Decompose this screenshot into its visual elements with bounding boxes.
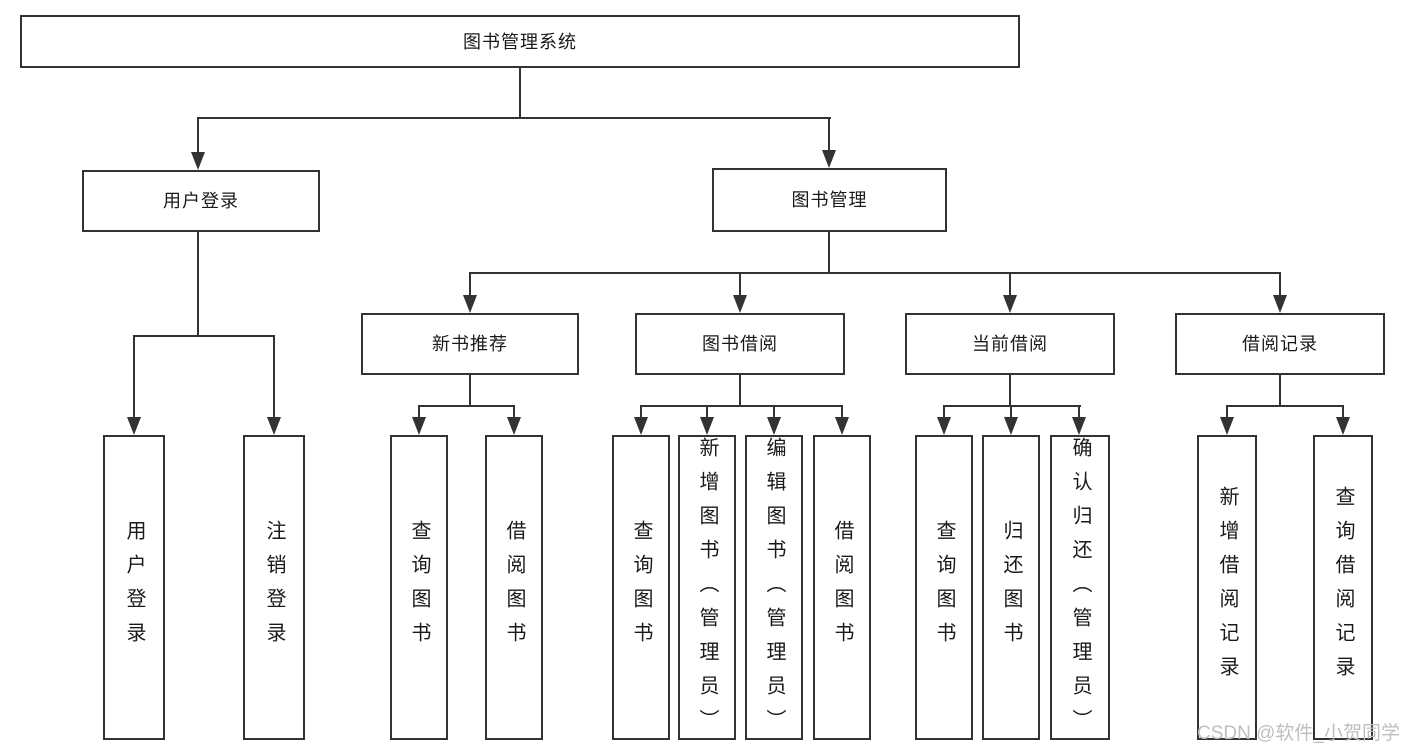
connector-book-borrow-branch: [640, 405, 843, 407]
leaf-newbook-query-label: 查询图书: [408, 519, 430, 656]
arrow-book-borrow-leaf-3: [767, 406, 781, 435]
connector-new-book-branch: [418, 405, 515, 407]
node-root: 图书管理系统: [20, 15, 1020, 68]
connector-current-borrow-stem: [1009, 374, 1011, 407]
leaf-logout: 注销登录: [243, 435, 305, 740]
connector-borrow-record-stem: [1279, 374, 1281, 407]
leaf-current-confirm-admin-label: 确认归还（管理员）: [1069, 437, 1091, 743]
leaf-borrow-borrow-label: 借阅图书: [831, 519, 853, 656]
leaf-record-query: 查询借阅记录: [1313, 435, 1373, 740]
leaf-borrow-query-label: 查询图书: [630, 519, 652, 656]
leaf-borrow-add-admin: 新增图书（管理员）: [678, 435, 736, 743]
connector-root-stem: [519, 68, 521, 118]
arrow-book-borrow-leaf-4: [835, 406, 849, 435]
arrow-to-book-management: [822, 118, 836, 168]
node-user-login-label: 用户登录: [163, 191, 239, 211]
leaf-current-return: 归还图书: [982, 435, 1040, 740]
arrow-to-borrow-record: [1273, 273, 1287, 313]
connector-current-borrow-branch: [943, 405, 1081, 407]
leaf-borrow-query: 查询图书: [612, 435, 670, 740]
leaf-user-login-label: 用户登录: [123, 519, 145, 656]
node-new-book-recommend: 新书推荐: [361, 313, 579, 375]
arrow-current-borrow-leaf-1: [937, 406, 951, 435]
arrow-new-book-leaf-2: [507, 406, 521, 435]
leaf-record-add-label: 新增借阅记录: [1216, 485, 1238, 690]
connector-borrow-record-branch: [1226, 405, 1344, 407]
leaf-user-login: 用户登录: [103, 435, 165, 740]
node-book-borrow-label: 图书借阅: [702, 334, 778, 354]
connector-new-book-stem: [469, 374, 471, 407]
arrow-book-borrow-leaf-2: [700, 406, 714, 435]
leaf-current-return-label: 归还图书: [1000, 519, 1022, 656]
connector-book-borrow-stem: [739, 374, 741, 407]
node-book-management-label: 图书管理: [791, 190, 868, 210]
node-current-borrow: 当前借阅: [905, 313, 1115, 375]
connector-user-login-stem: [197, 231, 199, 336]
arrow-to-leaf-logout: [267, 336, 281, 435]
arrow-current-borrow-leaf-3: [1072, 406, 1086, 435]
connector-user-login-branch: [133, 335, 275, 337]
leaf-logout-label: 注销登录: [263, 519, 285, 656]
leaf-borrow-borrow: 借阅图书: [813, 435, 871, 740]
leaf-newbook-borrow-label: 借阅图书: [503, 519, 525, 656]
arrow-new-book-leaf-1: [412, 406, 426, 435]
node-borrow-record-label: 借阅记录: [1242, 334, 1318, 354]
leaf-borrow-add-admin-label: 新增图书（管理员）: [696, 437, 718, 743]
node-current-borrow-label: 当前借阅: [972, 334, 1048, 354]
leaf-current-confirm-admin: 确认归还（管理员）: [1050, 435, 1110, 743]
arrow-current-borrow-leaf-2: [1004, 406, 1018, 435]
node-root-label: 图书管理系统: [463, 31, 577, 52]
leaf-record-query-label: 查询借阅记录: [1332, 485, 1354, 690]
watermark: CSDN @软件_小贺同学: [1197, 723, 1400, 744]
arrow-to-new-book: [463, 273, 477, 313]
arrow-to-book-borrow: [733, 273, 747, 313]
leaf-current-query-label: 查询图书: [933, 519, 955, 656]
node-new-book-recommend-label: 新书推荐: [432, 334, 508, 354]
arrow-borrow-record-leaf-2: [1336, 406, 1350, 435]
node-user-login: 用户登录: [82, 170, 320, 232]
node-book-management: 图书管理: [712, 168, 947, 232]
leaf-record-add: 新增借阅记录: [1197, 435, 1257, 740]
leaf-newbook-borrow: 借阅图书: [485, 435, 543, 740]
arrow-to-user-login: [191, 118, 205, 170]
leaf-newbook-query: 查询图书: [390, 435, 448, 740]
connector-book-management-branch: [469, 272, 1281, 274]
arrow-to-current-borrow: [1003, 273, 1017, 313]
connector-root-branch: [197, 117, 831, 119]
leaf-current-query: 查询图书: [915, 435, 973, 740]
node-book-borrow: 图书借阅: [635, 313, 845, 375]
arrow-book-borrow-leaf-1: [634, 406, 648, 435]
arrow-to-leaf-user-login: [127, 336, 141, 435]
connector-book-management-stem: [828, 231, 830, 274]
leaf-borrow-edit-admin-label: 编辑图书（管理员）: [763, 437, 785, 743]
arrow-borrow-record-leaf-1: [1220, 406, 1234, 435]
node-borrow-record: 借阅记录: [1175, 313, 1385, 375]
leaf-borrow-edit-admin: 编辑图书（管理员）: [745, 435, 803, 743]
